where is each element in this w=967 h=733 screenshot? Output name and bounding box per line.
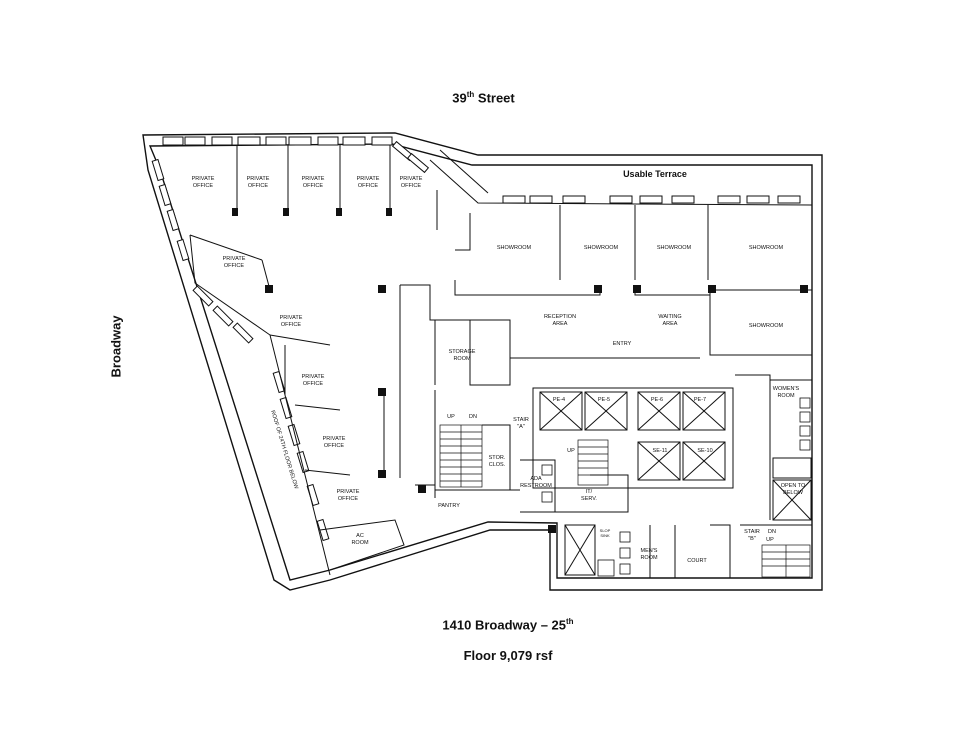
label-roof: ROOF OF 24TH FLOOR BELOW — [269, 410, 299, 491]
label-showroom-3: SHOWROOM — [657, 245, 692, 251]
label-stair-b: STAIR"B" — [744, 529, 760, 542]
restroom-fixtures — [541, 397, 811, 577]
street-label-top: 39th Street — [452, 90, 515, 106]
label-dn-2: DN — [768, 529, 776, 535]
caption-address: 1410 Broadway – 25th — [442, 617, 574, 633]
label-terrace: Usable Terrace — [623, 169, 687, 179]
caption-area: Floor 9,079 rsf — [463, 648, 553, 663]
label-up: UP — [447, 414, 455, 420]
label-showroom-2: SHOWROOM — [584, 245, 619, 251]
label-showroom-1: SHOWROOM — [497, 245, 532, 251]
diagonal-windows — [151, 140, 430, 542]
label-pe5: PE-5 — [598, 397, 610, 403]
label-entry: ENTRY — [613, 341, 632, 347]
columns — [232, 208, 808, 533]
label-stor-clos: STOR.CLOS. — [489, 455, 506, 468]
label-up-2: UP — [567, 448, 575, 454]
label-stair-a: STAIR"A" — [513, 417, 529, 430]
stairs — [439, 424, 811, 578]
window-bays — [162, 136, 801, 204]
label-court: COURT — [687, 558, 707, 564]
label-showroom-5: SHOWROOM — [749, 323, 784, 329]
label-up-3: UP — [766, 537, 774, 543]
elevator-bank — [532, 387, 812, 576]
label-it-serv: IT/SERV. — [581, 489, 597, 502]
label-pe7: PE-7 — [694, 397, 706, 403]
label-dn: DN — [469, 414, 477, 420]
terrace-boundary — [429, 149, 813, 206]
label-showroom-4: SHOWROOM — [749, 245, 784, 251]
label-se10: SE-10 — [697, 448, 712, 454]
label-se11: SE-11 — [653, 448, 668, 454]
label-pe4: PE-4 — [553, 397, 565, 403]
label-pantry: PANTRY — [438, 503, 460, 509]
label-pe6: PE-6 — [651, 397, 663, 403]
